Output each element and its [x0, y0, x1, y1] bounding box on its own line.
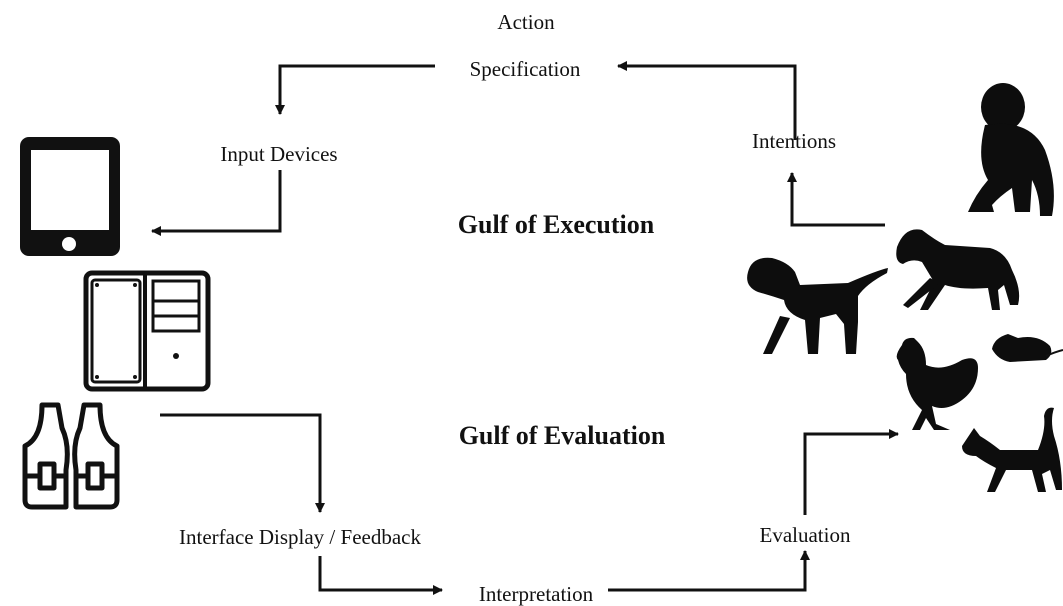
gulf-of-execution-label: Gulf of Execution [458, 210, 655, 239]
arrow-specification-to-input-devices [275, 64, 435, 115]
horse-icon [896, 229, 1020, 310]
arrow-vest-to-interface-display [160, 413, 325, 513]
gulf-of-evaluation-label: Gulf of Evaluation [459, 421, 666, 450]
arrow-intentions-to-specification [617, 61, 797, 140]
arrow-interface-to-interpretation [318, 556, 443, 595]
action-label: Action [497, 10, 555, 34]
rat-icon [992, 334, 1063, 362]
evaluation-label: Evaluation [760, 523, 851, 547]
interpretation-label: Interpretation [479, 582, 594, 606]
orangutan-icon [968, 83, 1054, 216]
arrow-evaluation-to-animals [803, 429, 899, 515]
computer-tower-icon [83, 270, 211, 392]
arrow-animals-to-intentions [787, 172, 885, 227]
interface-display-feedback-label: Interface Display / Feedback [179, 525, 421, 549]
specification-label: Specification [470, 57, 581, 81]
dog-icon [747, 257, 888, 354]
arrow-interpretation-to-evaluation [608, 550, 810, 592]
input-devices-label: Input Devices [220, 142, 337, 166]
vest-icon [22, 402, 120, 510]
cat-icon [962, 407, 1062, 492]
arrow-input-devices-to-tablet [151, 170, 282, 236]
chicken-icon [896, 337, 978, 430]
tablet-icon [20, 137, 120, 256]
